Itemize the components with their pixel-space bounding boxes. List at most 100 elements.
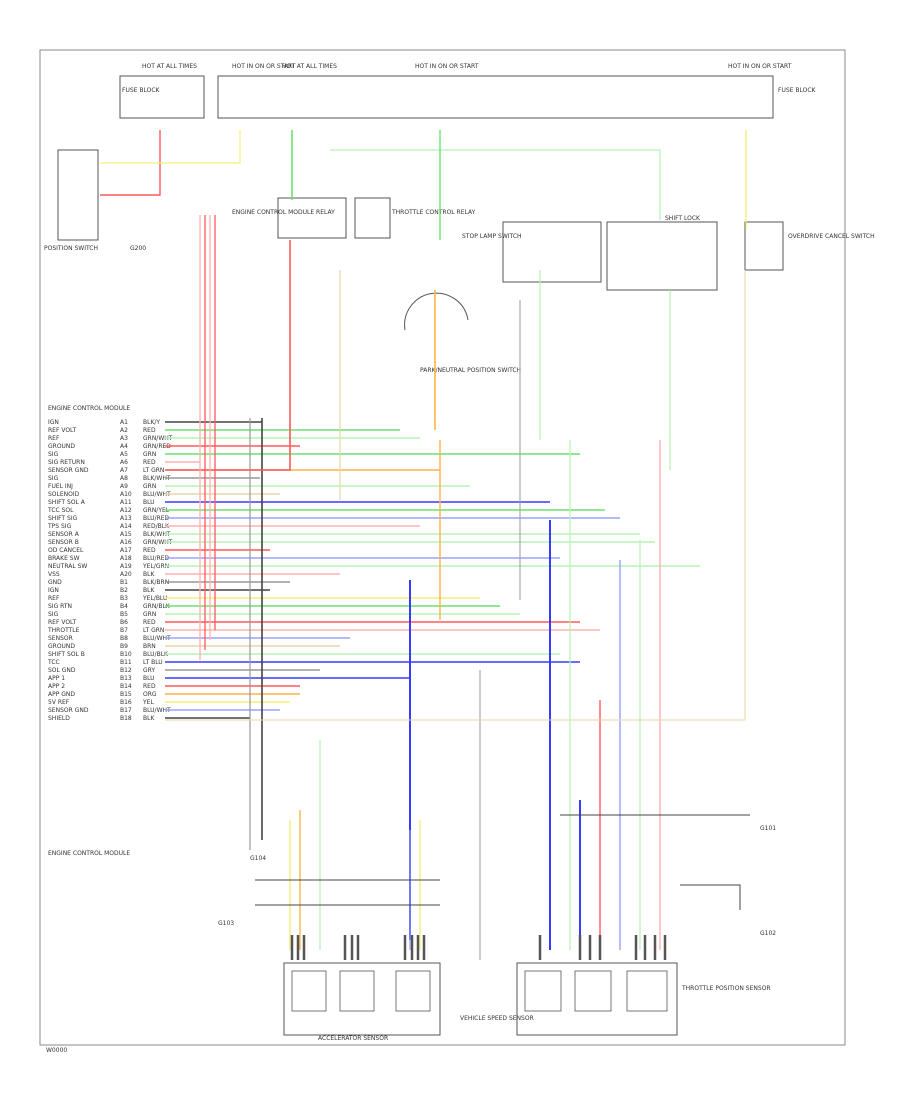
accel-sub-2: [339, 970, 375, 1012]
pin-number: A16: [120, 539, 132, 546]
pin-wire-color: BRN: [143, 643, 156, 650]
throttle-relay-box: [354, 197, 391, 239]
pin-number: B5: [120, 611, 128, 618]
pin-number: B8: [120, 635, 128, 642]
pin-wire-color: RED: [143, 547, 156, 554]
pin-function: IGN: [48, 587, 59, 594]
pin-function: THROTTLE: [47, 627, 80, 634]
pin-function: APP GND: [48, 691, 75, 698]
throttle-position-sensor-box: [516, 962, 678, 1036]
accel-sub-1: [291, 970, 327, 1012]
pin-wire-color: BLU/BLK: [143, 651, 169, 658]
pin-function: OD CANCEL: [48, 547, 84, 554]
pin-function: SOL GND: [48, 667, 76, 674]
overdrive-switch-box: [744, 221, 784, 271]
ground-label-left: G200: [130, 245, 146, 252]
pin-function: VSS: [48, 571, 60, 578]
wire-black: [680, 884, 741, 910]
pin-wire-color: BLK/Y: [143, 419, 160, 426]
wire-red: [165, 240, 291, 471]
pin-wire-color: RED: [143, 427, 156, 434]
pin-function: SENSOR A: [48, 531, 80, 538]
fuse-block-left-label: FUSE BLOCK: [122, 87, 161, 94]
pin-number: A2: [120, 427, 128, 434]
tps-sub-1: [524, 970, 562, 1012]
neutral-switch-arc: [404, 292, 469, 331]
pin-wire-color: BLK/WHT: [143, 475, 171, 482]
pin-number: B4: [120, 603, 128, 610]
pin-number: A17: [120, 547, 132, 554]
position-switch-label: POSITION SWITCH: [44, 245, 98, 252]
pin-number: B13: [120, 675, 132, 682]
pin-number: A4: [120, 443, 128, 450]
pin-number: B6: [120, 619, 128, 626]
ground-label-mid: G101: [760, 825, 776, 832]
pin-function: SHIFT SOL A: [48, 499, 86, 506]
fuse-label-1: HOT AT ALL TIMES: [142, 63, 197, 70]
pin-function: GROUND: [48, 643, 75, 650]
pin-number: B3: [120, 595, 128, 602]
ground-label-bottom-right: G104: [250, 855, 266, 862]
ecm-relay-box: [277, 197, 347, 239]
accelerator-sensor-box: [283, 962, 441, 1036]
fuse-label-4: HOT IN ON OR START: [415, 63, 479, 70]
pin-number: A7: [120, 467, 128, 474]
fuse-label-5: HOT IN ON OR START: [728, 63, 792, 70]
pin-number: A12: [120, 507, 132, 514]
wire-tan: [165, 270, 746, 721]
tps-sub-3: [626, 970, 668, 1012]
pin-function: SHIFT SOL B: [48, 651, 85, 658]
stop-lamp-label: STOP LAMP SWITCH: [462, 233, 522, 240]
pin-number: A9: [120, 483, 128, 490]
pin-function: SIG RTN: [48, 603, 72, 610]
pin-wire-color: BLK/BRN: [143, 579, 169, 586]
pin-wire-color: BLK/WHT: [143, 531, 171, 538]
pin-wire-color: BLU: [143, 499, 155, 506]
pin-function: SIG: [48, 451, 59, 458]
pin-wire-color: BLU/WHT: [143, 635, 171, 642]
throttle-relay-label: THROTTLE CONTROL RELAY: [391, 209, 476, 216]
pin-wire-color: BLU: [143, 675, 155, 682]
pin-number: A6: [120, 459, 128, 466]
pin-function: GROUND: [48, 443, 75, 450]
pin-wire-color: BLK: [143, 571, 155, 578]
pin-function: TCC SOL: [47, 507, 74, 514]
pin-wire-color: GRN/YEL: [143, 507, 170, 514]
pin-function: REF: [48, 435, 60, 442]
pin-number: A19: [120, 563, 132, 570]
pin-wire-color: GRN/WHT: [143, 539, 173, 546]
pin-number: B1: [120, 579, 128, 586]
fuse-block-right-label: FUSE BLOCK: [778, 87, 817, 94]
pin-number: A8: [120, 475, 128, 482]
pin-number: A11: [120, 499, 132, 506]
pin-function: SOLENOID: [48, 491, 80, 498]
pin-number: B18: [120, 715, 132, 722]
ground-label-right: G102: [760, 930, 776, 937]
position-switch-box: [57, 149, 99, 241]
pin-wire-color: BLU/WHT: [143, 707, 171, 714]
pin-function: IGN: [48, 419, 59, 426]
corner-id: W0000: [46, 1047, 67, 1054]
pin-function: NEUTRAL SW: [48, 563, 87, 570]
pin-function: SIG RETURN: [48, 459, 85, 466]
tps-sub-2: [574, 970, 612, 1012]
pin-number: B7: [120, 627, 128, 634]
stop-lamp-switch-box: [502, 221, 602, 283]
pin-number: A18: [120, 555, 132, 562]
pin-wire-color: RED: [143, 619, 156, 626]
overdrive-label: OVERDRIVE CANCEL SWITCH: [788, 233, 875, 240]
accel-sub-3: [395, 970, 431, 1012]
pin-number: B14: [120, 683, 132, 690]
diagram-frame: [39, 49, 846, 1046]
pin-wire-color: GRN/BLK: [143, 603, 171, 610]
wire-lightgreen: [330, 149, 661, 220]
bottom-left-note: ENGINE CONTROL MODULE: [48, 850, 130, 857]
pin-function: REF VOLT: [48, 619, 77, 626]
pin-number: A10: [120, 491, 132, 498]
pin-number: B10: [120, 651, 132, 658]
pin-wire-color: GRN: [143, 451, 156, 458]
pin-function: SENSOR B: [48, 539, 79, 546]
pin-function: 5V REF: [48, 699, 70, 706]
